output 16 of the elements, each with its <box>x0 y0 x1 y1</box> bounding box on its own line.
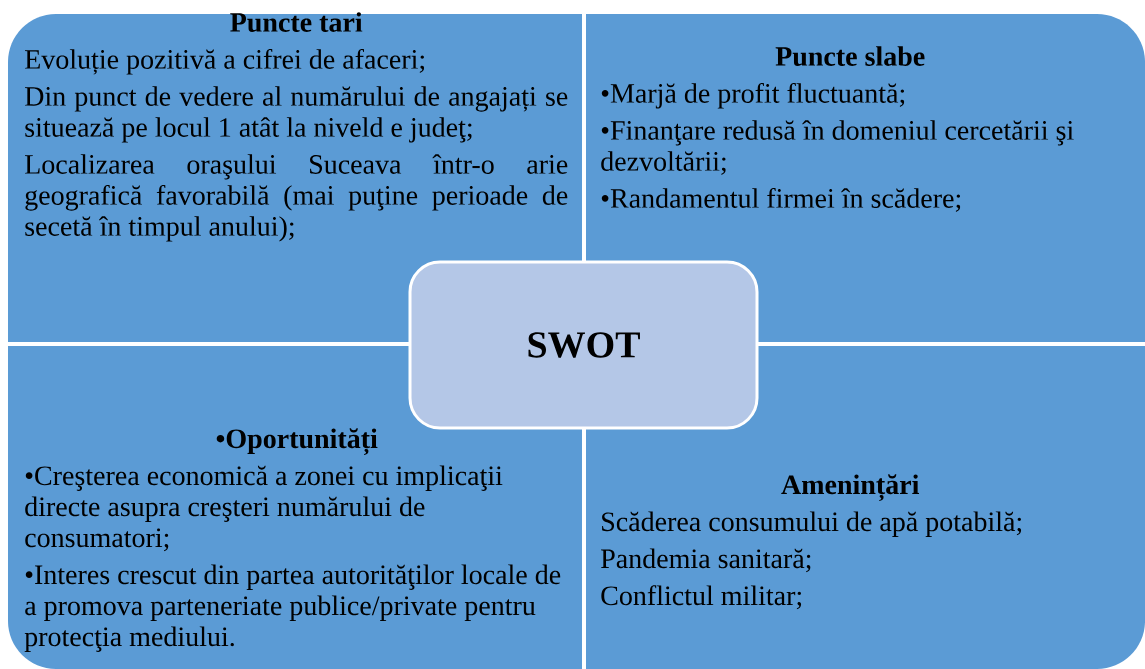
quadrant-heading: Amenințări <box>781 474 919 502</box>
quadrant-heading: •Oportunități <box>216 428 378 456</box>
quadrant-heading: Puncte tari <box>230 12 363 32</box>
list-item: •Marjă de profit fluctuantă; <box>601 82 905 109</box>
list-item: Conflictul militar; <box>601 585 802 610</box>
list-item: •Finanţare redusă în domeniul cercetării şi dezvoltării; <box>601 120 1074 175</box>
list-item: Scăderea consumului de apă potabilă; <box>602 511 1022 537</box>
list-item: Din punct de vedere al numărului de angajați se situează pe locul 1 atât la niveld e judeţ; <box>25 86 568 143</box>
quadrant-heading: Puncte slabe <box>775 46 925 66</box>
list-item: Pandemia sanitară; <box>601 548 811 573</box>
list-item: Evoluție pozitivă a cifrei de afaceri; <box>25 48 425 75</box>
list-item: •Creşterea economică a zonei cu implicaţii directe asupra creşteri numărului de consumatori; <box>25 465 503 552</box>
list-item: •Randamentul firmei în scădere; <box>601 187 961 212</box>
center-box: SWOT <box>408 260 759 430</box>
list-item: Localizarea oraşului Suceava într-o arie geografică favorabilă (mai puţine perioade de secetă în timpul anului); <box>25 154 568 242</box>
list-item: •Interes crescut din partea autorităţilor locale de a promova parteneriate publice/private pentru protecţia mediului. <box>24 564 561 652</box>
